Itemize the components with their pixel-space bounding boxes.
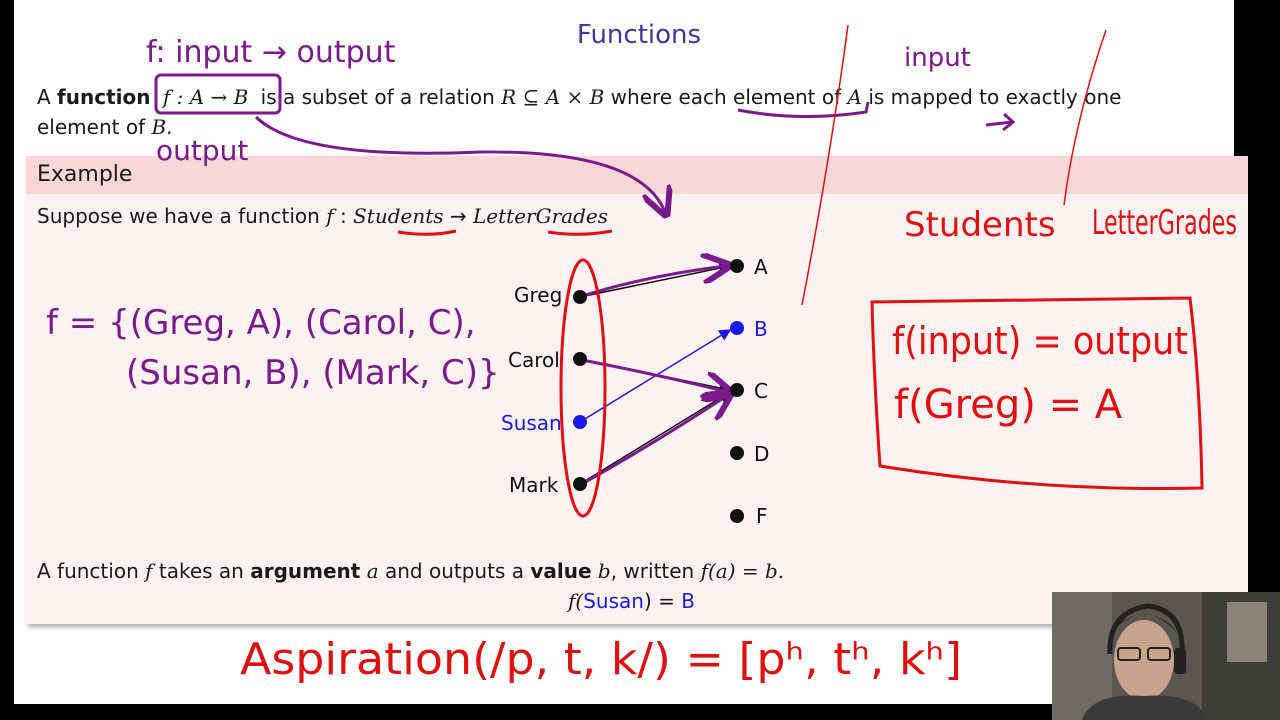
small-right-arrow: [986, 114, 1013, 130]
dot-f: [730, 509, 744, 523]
hw-output-label: output: [156, 134, 248, 167]
box-to-lettergrades-arrow: [256, 117, 665, 212]
hw-box-line-1: f(input) = output: [892, 319, 1188, 363]
webcam-feed: [1052, 592, 1280, 720]
dot-b: [730, 321, 744, 335]
hw-students-label: Students: [904, 205, 1056, 245]
dot-d: [730, 446, 744, 460]
hw-set-line-2: (Susan, B), (Mark, C)}: [126, 353, 500, 393]
students-underline: [398, 231, 456, 234]
hw-lettergrades-label: LetterGrades: [1092, 203, 1237, 243]
dot-c: [730, 383, 744, 397]
arrow-greg-a: [580, 266, 730, 297]
dot-carol: [573, 352, 587, 366]
dot-mark: [573, 477, 587, 491]
red-stroke-left: [802, 25, 848, 305]
dot-susan: [573, 415, 587, 429]
lettergrades-underline: [548, 231, 612, 234]
hw-aspiration: Aspiration(/p, t, k/) = [pʰ, tʰ, kʰ]: [240, 634, 962, 685]
hw-box-line-2: f(Greg) = A: [894, 382, 1123, 428]
each-element-underline: [738, 102, 868, 117]
hw-f-input-output: f: input → output: [146, 35, 396, 70]
hw-set-line-1: f = {(Greg, A), (Carol, C),: [46, 303, 476, 343]
dot-greg: [573, 290, 587, 304]
hw-input-label: input: [904, 43, 971, 73]
signature-box: [156, 75, 280, 113]
red-stroke-right: [1064, 30, 1106, 205]
webcam-picture: [1052, 592, 1280, 720]
dot-a: [730, 259, 744, 273]
